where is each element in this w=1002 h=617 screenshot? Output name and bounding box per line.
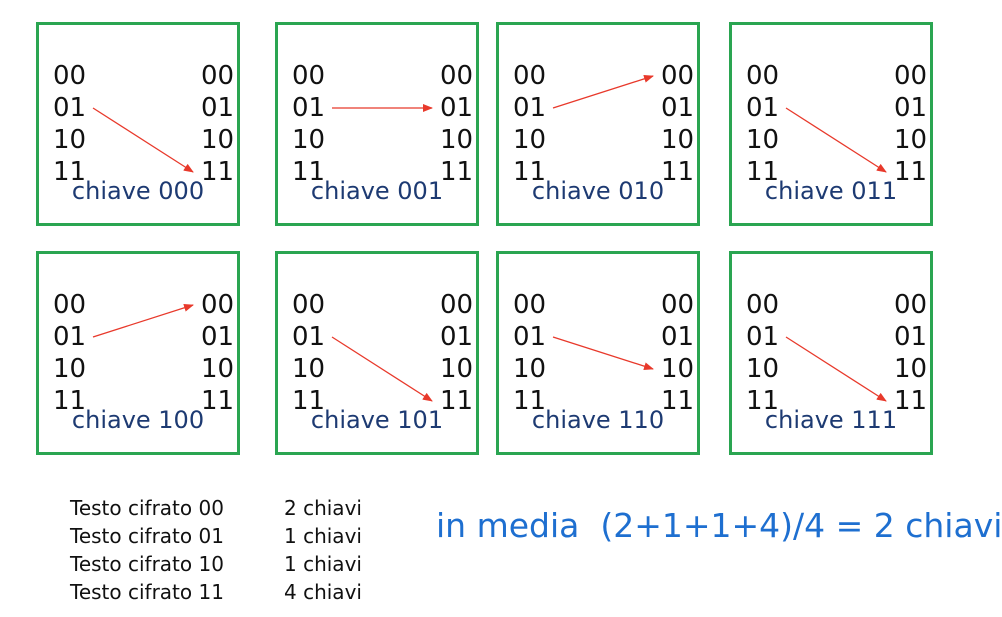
plaintext-label: 01 [292, 93, 326, 123]
ciphertext-label: 10 [201, 354, 235, 384]
plaintext-label: 11 [53, 157, 87, 187]
plaintext-label: 01 [53, 93, 87, 123]
plaintext-label: 01 [292, 322, 326, 352]
plaintext-label: 11 [292, 157, 326, 187]
plaintext-label: 00 [513, 61, 547, 91]
ciphertext-label: 10 [661, 125, 695, 155]
stats-ciphertext-label: Testo cifrato 00 [70, 496, 224, 520]
plaintext-label: 00 [53, 61, 87, 91]
plaintext-label: 01 [746, 93, 780, 123]
stats-ciphertext-label: Testo cifrato 10 [70, 552, 224, 576]
plaintext-label: 00 [292, 290, 326, 320]
key-caption: chiave 001 [310, 177, 444, 205]
plaintext-label: 11 [746, 157, 780, 187]
average-formula: in media (2+1+1+4)/4 = 2 chiavi [436, 506, 1002, 545]
ciphertext-label: 11 [201, 157, 235, 187]
key-caption: chiave 010 [531, 177, 665, 205]
plaintext-label: 11 [746, 386, 780, 416]
plaintext-label: 10 [746, 125, 780, 155]
mapping-arrow [92, 303, 194, 338]
ciphertext-label: 11 [440, 386, 474, 416]
ciphertext-label: 10 [440, 354, 474, 384]
ciphertext-label: 01 [201, 322, 235, 352]
ciphertext-label: 01 [440, 322, 474, 352]
plaintext-label: 10 [292, 125, 326, 155]
plaintext-label: 00 [513, 290, 547, 320]
stats-ciphertext-label: Testo cifrato 11 [70, 580, 224, 604]
ciphertext-label: 00 [440, 290, 474, 320]
key-caption: chiave 111 [764, 406, 898, 434]
ciphertext-label: 11 [440, 157, 474, 187]
stats-key-count: 4 chiavi [284, 580, 362, 604]
ciphertext-label: 01 [894, 322, 928, 352]
key-caption: chiave 101 [310, 406, 444, 434]
ciphertext-label: 00 [661, 290, 695, 320]
plaintext-label: 10 [53, 354, 87, 384]
plaintext-label: 00 [746, 290, 780, 320]
plaintext-label: 01 [513, 322, 547, 352]
plaintext-label: 01 [513, 93, 547, 123]
plaintext-label: 00 [53, 290, 87, 320]
key-caption: chiave 011 [764, 177, 898, 205]
mapping-arrow [552, 74, 654, 109]
mapping-arrow [92, 107, 194, 173]
mapping-arrow [785, 336, 887, 402]
plaintext-label: 10 [746, 354, 780, 384]
ciphertext-label: 01 [661, 93, 695, 123]
ciphertext-label: 11 [661, 157, 695, 187]
plaintext-label: 01 [746, 322, 780, 352]
ciphertext-label: 10 [201, 125, 235, 155]
key-caption: chiave 000 [71, 177, 205, 205]
ciphertext-label: 11 [201, 386, 235, 416]
mapping-arrow [331, 336, 433, 402]
plaintext-label: 10 [53, 125, 87, 155]
key-caption: chiave 110 [531, 406, 665, 434]
ciphertext-label: 10 [894, 354, 928, 384]
ciphertext-label: 00 [440, 61, 474, 91]
key-caption: chiave 100 [71, 406, 205, 434]
ciphertext-label: 00 [894, 61, 928, 91]
ciphertext-label: 01 [894, 93, 928, 123]
plaintext-label: 01 [53, 322, 87, 352]
plaintext-label: 10 [513, 354, 547, 384]
stats-key-count: 1 chiavi [284, 524, 362, 548]
ciphertext-label: 10 [894, 125, 928, 155]
plaintext-label: 00 [746, 61, 780, 91]
plaintext-label: 11 [513, 386, 547, 416]
ciphertext-label: 01 [201, 93, 235, 123]
ciphertext-label: 00 [894, 290, 928, 320]
mapping-arrow [785, 107, 887, 173]
ciphertext-label: 10 [440, 125, 474, 155]
ciphertext-label: 01 [440, 93, 474, 123]
plaintext-label: 11 [513, 157, 547, 187]
plaintext-label: 10 [513, 125, 547, 155]
ciphertext-label: 01 [661, 322, 695, 352]
ciphertext-label: 11 [894, 386, 928, 416]
ciphertext-label: 11 [894, 157, 928, 187]
plaintext-label: 11 [53, 386, 87, 416]
plaintext-label: 10 [292, 354, 326, 384]
plaintext-label: 00 [292, 61, 326, 91]
ciphertext-label: 00 [201, 290, 235, 320]
mapping-arrow [552, 336, 654, 371]
ciphertext-label: 00 [201, 61, 235, 91]
stats-ciphertext-label: Testo cifrato 01 [70, 524, 224, 548]
plaintext-label: 11 [292, 386, 326, 416]
ciphertext-label: 11 [661, 386, 695, 416]
stats-key-count: 2 chiavi [284, 496, 362, 520]
stats-key-count: 1 chiavi [284, 552, 362, 576]
ciphertext-label: 00 [661, 61, 695, 91]
ciphertext-label: 10 [661, 354, 695, 384]
